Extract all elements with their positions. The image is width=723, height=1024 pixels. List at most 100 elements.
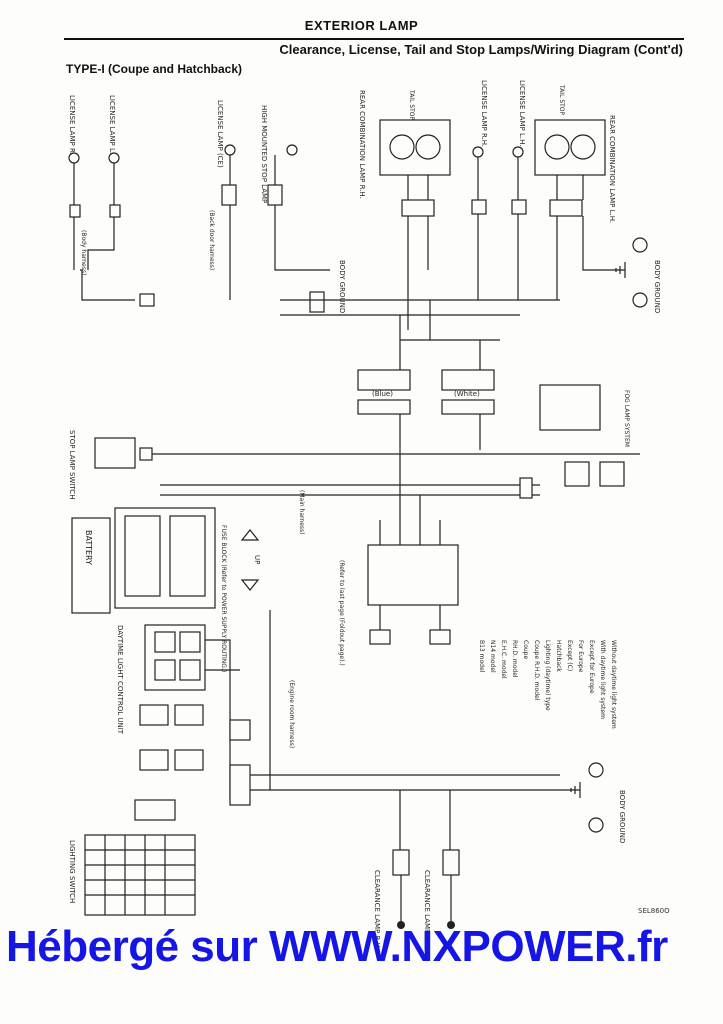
battery-fuse-group: BATTERY FUSE BLOCK (Refer to POWER SUPPL… xyxy=(71,507,261,672)
daytime-unit-label: DAYTIME LIGHT CONTROL UNIT xyxy=(116,625,124,735)
connector-b4 xyxy=(267,184,283,206)
connector-e1 xyxy=(229,719,251,741)
section-title: EXTERIOR LAMP xyxy=(304,18,419,33)
clearance-wires xyxy=(400,875,452,925)
conn-icon-3 xyxy=(139,749,169,771)
ground-b2 xyxy=(632,292,648,308)
conn-icon-2 xyxy=(174,704,204,726)
connector-e105 xyxy=(429,629,451,645)
legend-item: B13 model xyxy=(478,640,485,673)
connector-blue-top xyxy=(357,369,411,391)
lh-connector xyxy=(549,199,583,217)
connector-b3 xyxy=(221,184,237,206)
up-down-arrows xyxy=(240,529,260,591)
ground-e2 xyxy=(588,817,604,833)
legend-item: E.H.C. model xyxy=(500,640,507,679)
side-connector-2 xyxy=(511,199,527,215)
up-label: UP xyxy=(253,555,261,564)
rear-center-lamps: LICENSE LAMP (CE) HIGH MOUNTED STOP LAMP… xyxy=(208,100,325,313)
rear-combination-rh-label: REAR COMBINATION LAMP R.H. xyxy=(358,90,366,199)
legend-item: Without daytime light system xyxy=(610,640,617,729)
connector-e104 xyxy=(369,629,391,645)
license-lamp-rh-symbol xyxy=(68,152,80,164)
body-ground-bottom: BODY GROUND xyxy=(560,762,626,843)
body-ground-bottom-label: BODY GROUND xyxy=(618,790,626,843)
license-lamp-group: LICENSE LAMP R.H. LICENSE LAMP L.H. (Bod… xyxy=(68,95,155,307)
connector-blue-bottom xyxy=(357,399,411,415)
legend-item: Coupe R.H.D. model xyxy=(533,640,540,701)
connector-b1 xyxy=(69,204,81,218)
main-connector-box xyxy=(367,544,459,606)
joint-connectors: (Blue) (White) xyxy=(357,340,495,450)
conn-icon-4 xyxy=(174,749,204,771)
foldout-ref-label: (Refer to last page (Foldout page).) xyxy=(338,560,345,666)
clearance-lamps: CLEARANCE LAMP R.H. CLEARANCE LAMP L.H. xyxy=(373,849,460,950)
license-lamp-feed xyxy=(80,269,135,301)
lighting-switch-group: LIGHTING SWITCH xyxy=(68,799,196,916)
connector-b2 xyxy=(109,204,121,218)
bottom-bus xyxy=(250,610,560,850)
lh-tail-bulb xyxy=(544,134,570,160)
engine-room-harness-label: (Engine room harness) xyxy=(288,680,295,748)
legend-item: With daytime light system xyxy=(599,640,606,719)
watermark-text: Hébergé sur WWW.NXPOWER.fr xyxy=(6,922,668,971)
trunk-wires-top xyxy=(370,299,560,341)
conn-icon-1 xyxy=(139,704,169,726)
daytime-unit-pin-4 xyxy=(179,659,201,681)
mid-wires xyxy=(280,269,370,316)
license-lamp-lh-symbol xyxy=(108,152,120,164)
rear-combination-lh: REAR COMBINATION LAMP L.H. TAIL STOP xyxy=(534,84,616,300)
diagram-title: Clearance, License, Tail and Stop Lamps/… xyxy=(279,42,683,57)
fog-lamp-label: FOG LAMP SYSTEM xyxy=(623,390,630,447)
connector-e2 xyxy=(229,764,251,806)
daytime-unit-pin-1 xyxy=(154,631,176,653)
rh-tail-stop-label: TAIL STOP xyxy=(408,89,415,121)
diagram-code: SEL860O xyxy=(638,907,670,915)
rear-center-wires xyxy=(229,155,300,300)
legend-item: RH.D. model xyxy=(511,640,518,678)
legend-item: Hatchback xyxy=(555,640,562,672)
back-door-harness-label: (Back door harness) xyxy=(208,210,215,270)
rear-lh-wires xyxy=(556,175,600,300)
clearance-rh-label: CLEARANCE LAMP R.H. xyxy=(373,870,381,950)
license-lamp-wires xyxy=(73,163,115,270)
daytime-light-group: DAYTIME LIGHT CONTROL UNIT (Engine room … xyxy=(116,624,295,806)
connector-d102 xyxy=(309,291,325,313)
lighting-switch-table xyxy=(84,834,196,916)
license-lamp-side: LICENSE LAMP R.H. LICENSE LAMP L.H. xyxy=(471,80,527,300)
joint-wires xyxy=(399,340,481,450)
clearance-lh-body xyxy=(442,849,460,876)
stop-lamp-switch-label: STOP LAMP SWITCH xyxy=(68,430,76,499)
lh-tail-stop-label: TAIL STOP xyxy=(558,84,565,116)
license-lamp-lh-label: LICENSE LAMP L.H. xyxy=(108,95,116,161)
legend-item: Except for Europe xyxy=(588,640,595,694)
stop-switch-connector xyxy=(139,447,153,461)
connector-r2 xyxy=(564,461,590,487)
license-lamp-rh-side-label: LICENSE LAMP R.H. xyxy=(480,80,488,147)
fog-lamp-group: FOG LAMP SYSTEM xyxy=(539,384,630,447)
connector-r3 xyxy=(599,461,625,487)
diagram-type: TYPE-I (Coupe and Hatchback) xyxy=(66,62,243,76)
license-lamp-ce-label: LICENSE LAMP (CE) xyxy=(216,100,224,168)
daytime-wires xyxy=(205,639,240,800)
stop-lamp-switch-group: STOP LAMP SWITCH xyxy=(68,430,640,499)
body-ground-label-top: BODY GROUND xyxy=(338,260,346,313)
header-rule xyxy=(64,38,684,40)
body-ground-right: BODY GROUND xyxy=(600,237,661,313)
rh-stop-bulb xyxy=(415,134,441,160)
lighting-switch-connector xyxy=(134,799,176,821)
battery-box xyxy=(71,517,111,614)
fog-lamp-box xyxy=(539,384,601,431)
license-lamp-rh-label: LICENSE LAMP R.H. xyxy=(68,95,76,162)
body-harness-label-1: (Body harness) xyxy=(80,230,87,275)
rear-combination-lh-label: REAR COMBINATION LAMP L.H. xyxy=(608,115,616,223)
stop-lamp-switch-box xyxy=(94,437,136,469)
connector-white-bottom xyxy=(441,399,495,415)
connector-r1 xyxy=(519,477,533,499)
blue-label: (Blue) xyxy=(372,390,393,398)
fuse-column-1 xyxy=(124,515,161,597)
main-connector-wires xyxy=(379,520,441,630)
